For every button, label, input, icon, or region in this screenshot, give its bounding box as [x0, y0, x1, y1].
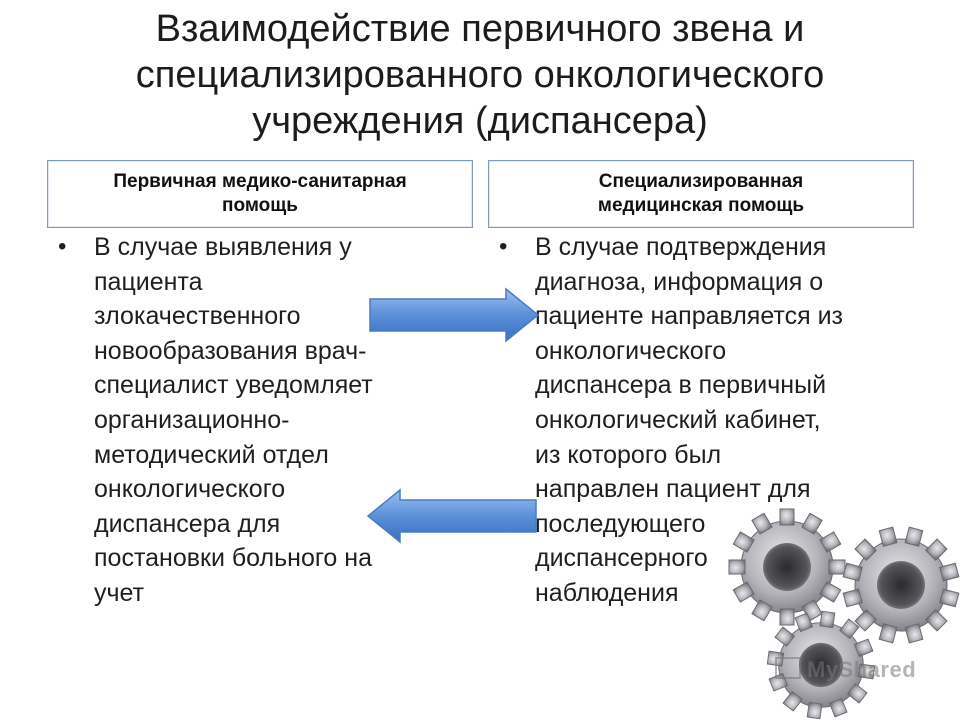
primary-care-header: Первичная медико-санитарная помощь [47, 160, 473, 228]
bullet-marker: • [58, 233, 67, 260]
specialized-care-bullet-text: В случае подтверждения диагноза, информа… [535, 233, 843, 607]
slide-title: Взаимодействие первичного звена и специа… [135, 8, 825, 142]
arrow-right-icon [369, 287, 540, 343]
arrow-left-icon [366, 488, 537, 544]
watermark: MyShared [775, 657, 916, 683]
specialized-care-header-label: Специализированная медицинская помощь [597, 171, 805, 216]
primary-care-header-label: Первичная медико-санитарная помощь [113, 171, 407, 216]
primary-care-bullet-text: В случае выявления у пациента злокачеств… [94, 233, 373, 607]
bullet-marker: • [499, 233, 508, 260]
gears-icon [728, 508, 960, 720]
watermark-text: MyShared [807, 657, 917, 682]
watermark-logo-icon [775, 657, 801, 679]
specialized-care-header: Специализированная медицинская помощь [488, 160, 914, 228]
